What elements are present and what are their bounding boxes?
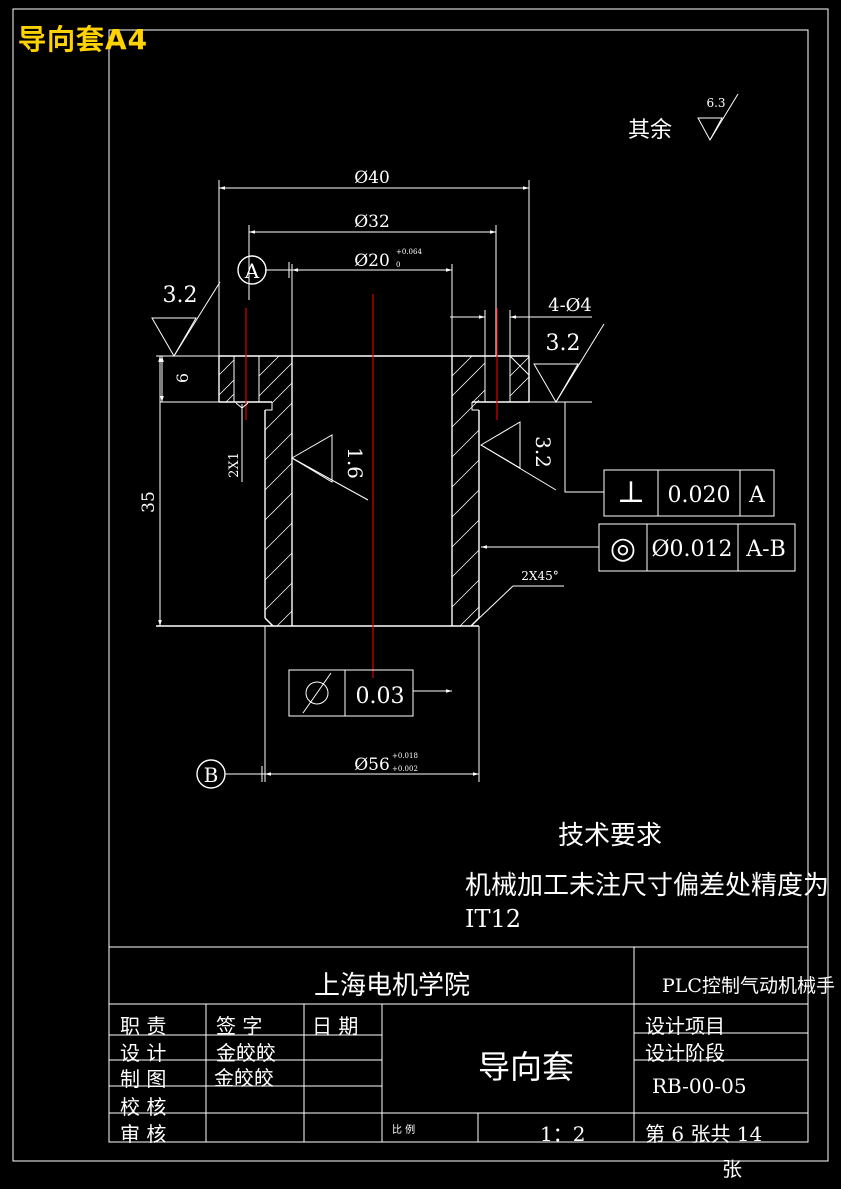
role-review: 审 核 <box>120 1122 167 1146</box>
dim-d40: Ø40 <box>218 168 530 356</box>
finish-top-right: 3.2 <box>529 323 605 403</box>
sheet-unit: 张 <box>722 1157 742 1181</box>
designer-name: 金皎皎 <box>216 1041 276 1065</box>
tolerance-frame-perpendicularity: ⊥ 0.020 A <box>556 401 775 517</box>
dim-d56-tol-lower: +0.002 <box>392 765 418 773</box>
drafter-name: 金皎皎 <box>214 1066 274 1090</box>
sheet-title: 导向套A4 <box>18 23 149 56</box>
finish-other-label: 其余 <box>628 118 672 143</box>
tech-requirements-line1: 机械加工未注尺寸偏差处精度为 <box>465 871 830 901</box>
perpendicularity-value: 0.020 <box>668 483 731 508</box>
dim-holes: 4-Ø4 <box>450 295 592 376</box>
finish-top-right-label: 3.2 <box>546 331 581 356</box>
dim-d32: Ø32 <box>248 212 497 356</box>
school-name: 上海电机学院 <box>314 971 471 1001</box>
concentricity-value: Ø0.012 <box>651 537 732 562</box>
concentricity-datum: A-B <box>745 537 786 562</box>
date-header: 日 期 <box>312 1014 359 1038</box>
datum-b-label: B <box>204 763 219 787</box>
dim-chamfer: 2X45° <box>472 569 564 625</box>
dim-groove: 2X1 <box>227 402 249 482</box>
datum-b: B <box>196 759 226 789</box>
role-drafting: 制 图 <box>120 1067 167 1091</box>
role-responsibility: 职 责 <box>120 1014 167 1038</box>
cylindricity-value: 0.03 <box>356 684 405 709</box>
dim-d20-label: Ø20 <box>354 251 390 271</box>
dim-d20: Ø20 +0.064 0 <box>265 248 453 356</box>
design-project-label: 设计项目 <box>645 1014 725 1038</box>
dim-holes-label: 4-Ø4 <box>548 295 592 316</box>
design-stage-label: 设计阶段 <box>645 1041 725 1065</box>
perpendicularity-datum: A <box>748 483 766 508</box>
perpendicularity-icon: ⊥ <box>617 475 645 510</box>
dim-d20-tol-lower: 0 <box>396 261 400 269</box>
finish-top-left: 3.2 <box>151 281 221 357</box>
signature-header: 签 字 <box>216 1014 263 1038</box>
dim-d20-tol-upper: +0.064 <box>396 248 422 256</box>
finish-bore-label: 1.6 <box>343 447 367 479</box>
finish-other-value: 6.3 <box>706 96 725 110</box>
tolerance-frame-concentricity: ◎ Ø0.012 A-B <box>481 523 796 572</box>
dim-d40-label: Ø40 <box>354 168 390 188</box>
finish-side-label: 3.2 <box>531 436 555 468</box>
finish-other: 6.3 其余 <box>628 93 739 143</box>
part-name: 导向套 <box>478 1048 575 1086</box>
dim-flange-label: 6 <box>173 373 192 383</box>
scale-label: 比 例 <box>392 1125 416 1136</box>
dim-d32-label: Ø32 <box>354 212 390 232</box>
dim-chamfer-label: 2X45° <box>521 569 558 583</box>
finish-bore: 1.6 <box>291 434 369 501</box>
dim-flange: 6 <box>160 356 192 402</box>
dim-d56: Ø56 +0.018 +0.002 <box>225 626 480 782</box>
dim-d56-tol-upper: +0.018 <box>392 752 418 760</box>
project-name: PLC控制气动机械手 <box>662 975 835 997</box>
role-check: 校 核 <box>120 1095 167 1119</box>
finish-top-left-label: 3.2 <box>163 283 198 308</box>
outer-border <box>12 8 829 1162</box>
datum-a: A <box>237 255 267 285</box>
tolerance-frame-cylindricity: 0.03 <box>288 669 452 717</box>
tech-requirements-line2: IT12 <box>465 905 522 933</box>
dim-height: 35 <box>139 356 162 626</box>
role-design: 设 计 <box>120 1041 167 1065</box>
title-block-grid <box>109 946 808 1142</box>
dim-groove-label: 2X1 <box>227 452 242 478</box>
sheet-info: 第 6 张共 14 <box>645 1122 763 1146</box>
finish-side: 3.2 <box>480 421 557 491</box>
datum-a-label: A <box>244 259 260 283</box>
scale-value: 1：2 <box>540 1122 586 1146</box>
dim-height-label: 35 <box>139 491 159 513</box>
dim-d56-label: Ø56 <box>354 755 390 775</box>
inner-border <box>108 29 809 1143</box>
tech-requirements-heading: 技术要求 <box>558 821 663 851</box>
drawing-number: RB-00-05 <box>652 1074 747 1098</box>
concentricity-icon: ◎ <box>610 531 636 566</box>
